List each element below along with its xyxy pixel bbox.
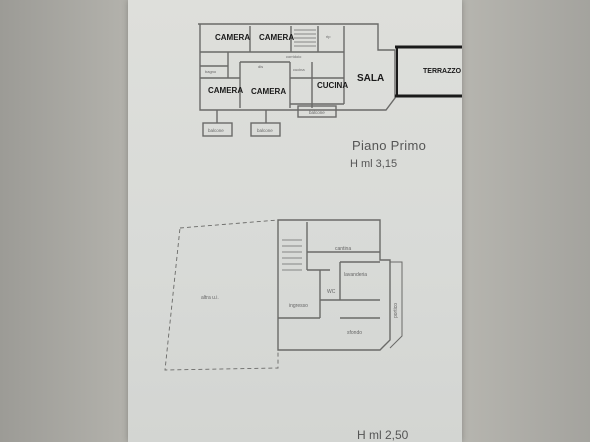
altra-unit-dashed: [164, 219, 279, 371]
camera-label-4: CAMERA: [251, 87, 286, 96]
cucina-small-label: cucina: [293, 67, 305, 72]
bagno-label: bagno: [205, 69, 217, 74]
cantina-label: cantina: [335, 246, 351, 252]
ground-floor-height: H ml 2,50: [357, 428, 409, 442]
ground-stair-hatch: [282, 239, 302, 271]
wc-label: WC: [327, 289, 336, 295]
camera-label-2: CAMERA: [259, 33, 294, 42]
cucina-label: CUCINA: [317, 81, 348, 90]
portico-outline: [389, 261, 403, 349]
ingresso-label: ingresso: [289, 303, 308, 309]
sfondo-label: sfondo: [347, 330, 362, 336]
scan-margin-left: [0, 0, 128, 442]
altra-label: altra u.i.: [201, 295, 219, 301]
balcone-box-3: [297, 105, 337, 118]
ground-floor-outer-wall: [277, 219, 391, 351]
balcone-label-3: balcone: [309, 110, 325, 115]
first-floor-plan: [198, 23, 462, 137]
stair-hatch: [294, 29, 316, 47]
camera-label-1: CAMERA: [215, 33, 250, 42]
dis-label: dis: [258, 64, 263, 69]
drawing-sheet: [128, 0, 462, 442]
rip-label: rip: [326, 34, 331, 39]
terrazzo-label: TERRAZZO: [423, 68, 462, 75]
sala-label: SALA: [357, 73, 384, 84]
balcone-label-1: balcone: [208, 128, 224, 133]
balcone-label-2: balcone: [257, 128, 273, 133]
portico-label: portico: [393, 303, 399, 318]
ground-floor-plan: [164, 219, 403, 371]
first-floor-height: H ml 3,15: [350, 158, 398, 170]
lavanderia-label: lavanderia: [344, 272, 367, 278]
camera-label-3: CAMERA: [208, 86, 243, 95]
scan-margin-right: [462, 0, 590, 442]
ground-floor-labels: altra u.i. cantina lavanderia WC ingress…: [201, 246, 399, 336]
corridoio-label: corridoio: [286, 54, 302, 59]
floor-title-piano-primo: Piano Primo: [352, 138, 427, 153]
first-floor-labels: CAMERA CAMERA CAMERA CAMERA CUCINA SALA …: [205, 33, 462, 133]
